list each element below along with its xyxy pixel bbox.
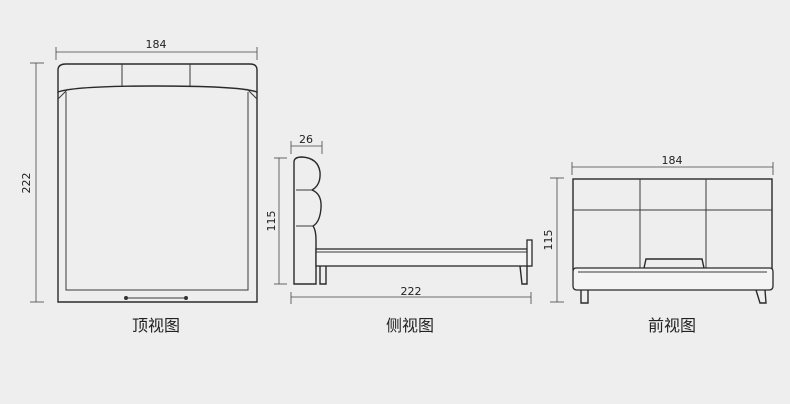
front-width-label: 184 [662, 154, 683, 167]
side-height-label: 115 [265, 211, 278, 232]
side-view-caption: 侧视图 [385, 316, 434, 335]
front-view-caption: 前视图 [647, 316, 696, 335]
top-headboard [57, 63, 258, 93]
side-view: 26 115 222 [265, 133, 533, 304]
front-headboard [572, 178, 773, 271]
front-leg-left [580, 290, 589, 304]
side-headboard [293, 156, 322, 285]
front-view: 184 115 [542, 154, 774, 304]
top-view-caption: 顶视图 [131, 316, 180, 335]
front-handle [643, 258, 705, 269]
side-length-label: 222 [401, 285, 422, 298]
top-view: 184 222 [20, 38, 258, 303]
side-depth-label: 26 [299, 133, 313, 146]
front-leg-right [755, 289, 767, 304]
top-length-label: 222 [20, 173, 33, 194]
front-height-label: 115 [542, 230, 555, 251]
front-base [572, 267, 774, 291]
top-width-label: 184 [146, 38, 167, 51]
top-frame [57, 92, 258, 303]
